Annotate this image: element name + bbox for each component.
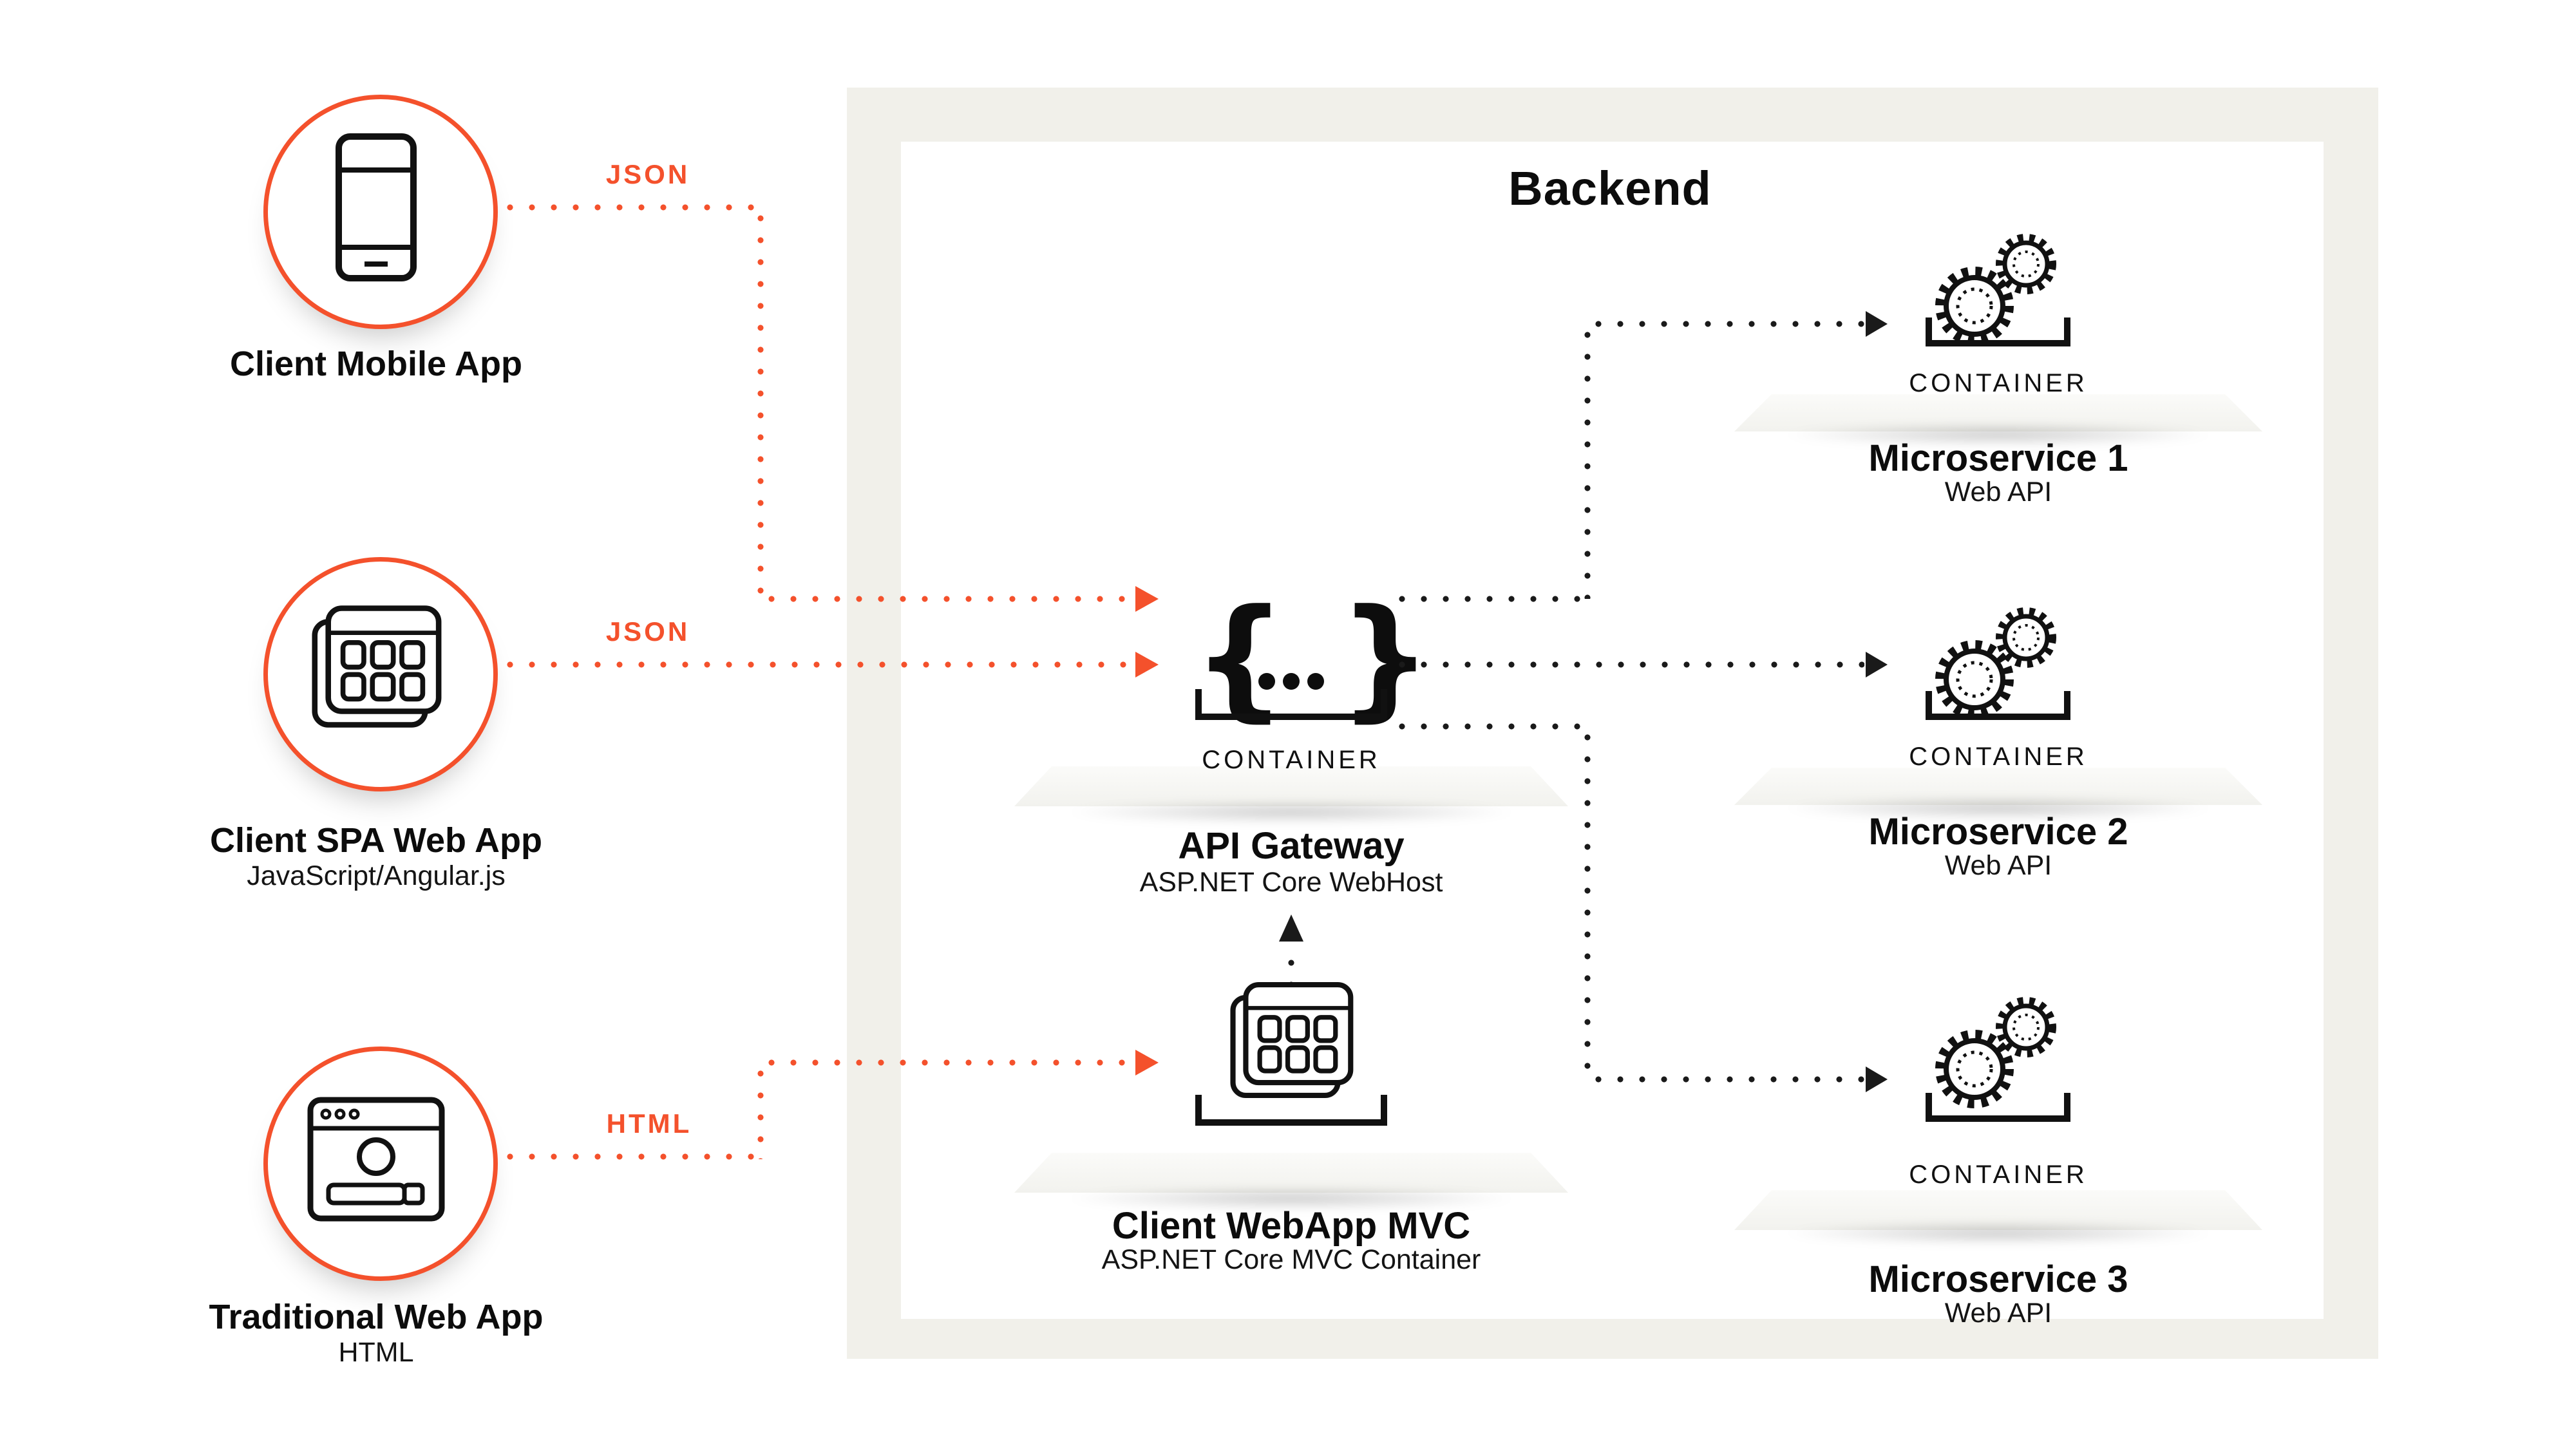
ms1-subtitle: Web API — [1944, 477, 2052, 507]
dotted-connector-ms2-h — [1391, 661, 1864, 668]
mvc-subtitle: ASP.NET Core MVC Container — [1101, 1244, 1481, 1275]
mvc-platform-shadow — [1001, 1184, 1581, 1213]
gears-icon — [1935, 607, 2056, 719]
dotted-connector-ms3-h1 — [1391, 723, 1587, 730]
ms1-container-tray — [1926, 317, 2070, 346]
dotted-connector-web-h1 — [499, 1153, 763, 1160]
ms1-title: Microservice 1 — [1868, 437, 2128, 479]
gateway-container-tray — [1195, 689, 1387, 720]
gateway-platform-shadow — [1001, 797, 1581, 827]
ms2-subtitle: Web API — [1944, 850, 2052, 881]
ms2-container-tray — [1926, 691, 2070, 720]
protocol-label-html: HTML — [606, 1108, 692, 1139]
smartphone-icon — [336, 133, 417, 281]
backend-inner-card — [901, 142, 2324, 1319]
dotted-connector-mobile-v — [757, 207, 764, 601]
browser-window-icon — [307, 1097, 445, 1222]
ms2-container-label: CONTAINER — [1909, 743, 2088, 771]
protocol-label-json-2: JSON — [605, 616, 690, 647]
dotted-connector-spa-h — [499, 661, 1134, 668]
arrowhead-gateway-to-ms2 — [1866, 652, 1888, 677]
braces-dot — [1283, 673, 1300, 690]
arrowhead-web-to-mvc — [1135, 1050, 1159, 1075]
ms3-platform — [1734, 1190, 2262, 1230]
dotted-connector-mobile-h2 — [761, 595, 1134, 603]
code-braces-icon: { — [1193, 582, 1287, 735]
mvc-title: Client WebApp MVC — [1112, 1205, 1471, 1247]
gateway-platform — [1014, 766, 1568, 806]
dotted-connector-mobile-h1 — [499, 204, 763, 211]
mvc-platform — [1014, 1153, 1568, 1193]
ms3-platform-shadow — [1721, 1218, 2275, 1248]
backend-title: Backend — [1508, 162, 1712, 215]
ms2-title: Microservice 2 — [1868, 811, 2128, 853]
ms2-platform-shadow — [1721, 793, 2275, 823]
client-web-title: Traditional Web App — [209, 1298, 544, 1336]
gateway-subtitle: ASP.NET Core WebHost — [1139, 867, 1443, 898]
client-spa-title: Client SPA Web App — [209, 821, 542, 860]
arrowhead-gateway-to-ms3 — [1866, 1066, 1888, 1092]
ms2-platform — [1734, 768, 2262, 805]
braces-dot — [1307, 673, 1324, 690]
ms1-container-label: CONTAINER — [1909, 369, 2088, 397]
ms1-platform — [1734, 394, 2262, 431]
ms3-container-tray — [1926, 1093, 2070, 1122]
gateway-title: API Gateway — [1178, 825, 1405, 867]
dotted-connector-ms1-h1 — [1391, 595, 1587, 603]
client-spa-subtitle: JavaScript/Angular.js — [247, 860, 506, 891]
mvc-container-tray — [1195, 1095, 1387, 1126]
dotted-connector-ms1-h2 — [1587, 320, 1864, 328]
gateway-container-label: CONTAINER — [1202, 746, 1381, 774]
ms1-platform-shadow — [1721, 420, 2275, 450]
arrowhead-gateway-to-ms1 — [1866, 311, 1888, 337]
gears-icon — [1935, 997, 2056, 1108]
dotted-connector-ms1-v — [1584, 324, 1591, 599]
ms3-subtitle: Web API — [1944, 1298, 2052, 1329]
client-mobile-title: Client Mobile App — [230, 345, 522, 383]
app-grid-icon — [312, 605, 442, 728]
dotted-connector-ms3-h2 — [1587, 1075, 1864, 1083]
braces-dot — [1258, 673, 1275, 690]
dotted-connector-web-h2 — [761, 1059, 1134, 1066]
client-web-subtitle: HTML — [338, 1337, 414, 1368]
dotted-connector-ms3-v — [1584, 726, 1591, 1079]
arrowhead-mobile-to-gateway — [1135, 586, 1159, 612]
protocol-label-json-1: JSON — [605, 159, 690, 189]
arrowhead-spa-to-gateway — [1135, 652, 1159, 677]
ms3-container-label: CONTAINER — [1909, 1160, 2088, 1189]
app-grid-icon — [1230, 981, 1354, 1099]
arrowhead-mvc-to-gateway — [1279, 914, 1303, 942]
ms3-title: Microservice 3 — [1868, 1258, 2128, 1300]
gears-icon — [1935, 234, 2056, 345]
dotted-connector-web-v — [757, 1063, 764, 1159]
